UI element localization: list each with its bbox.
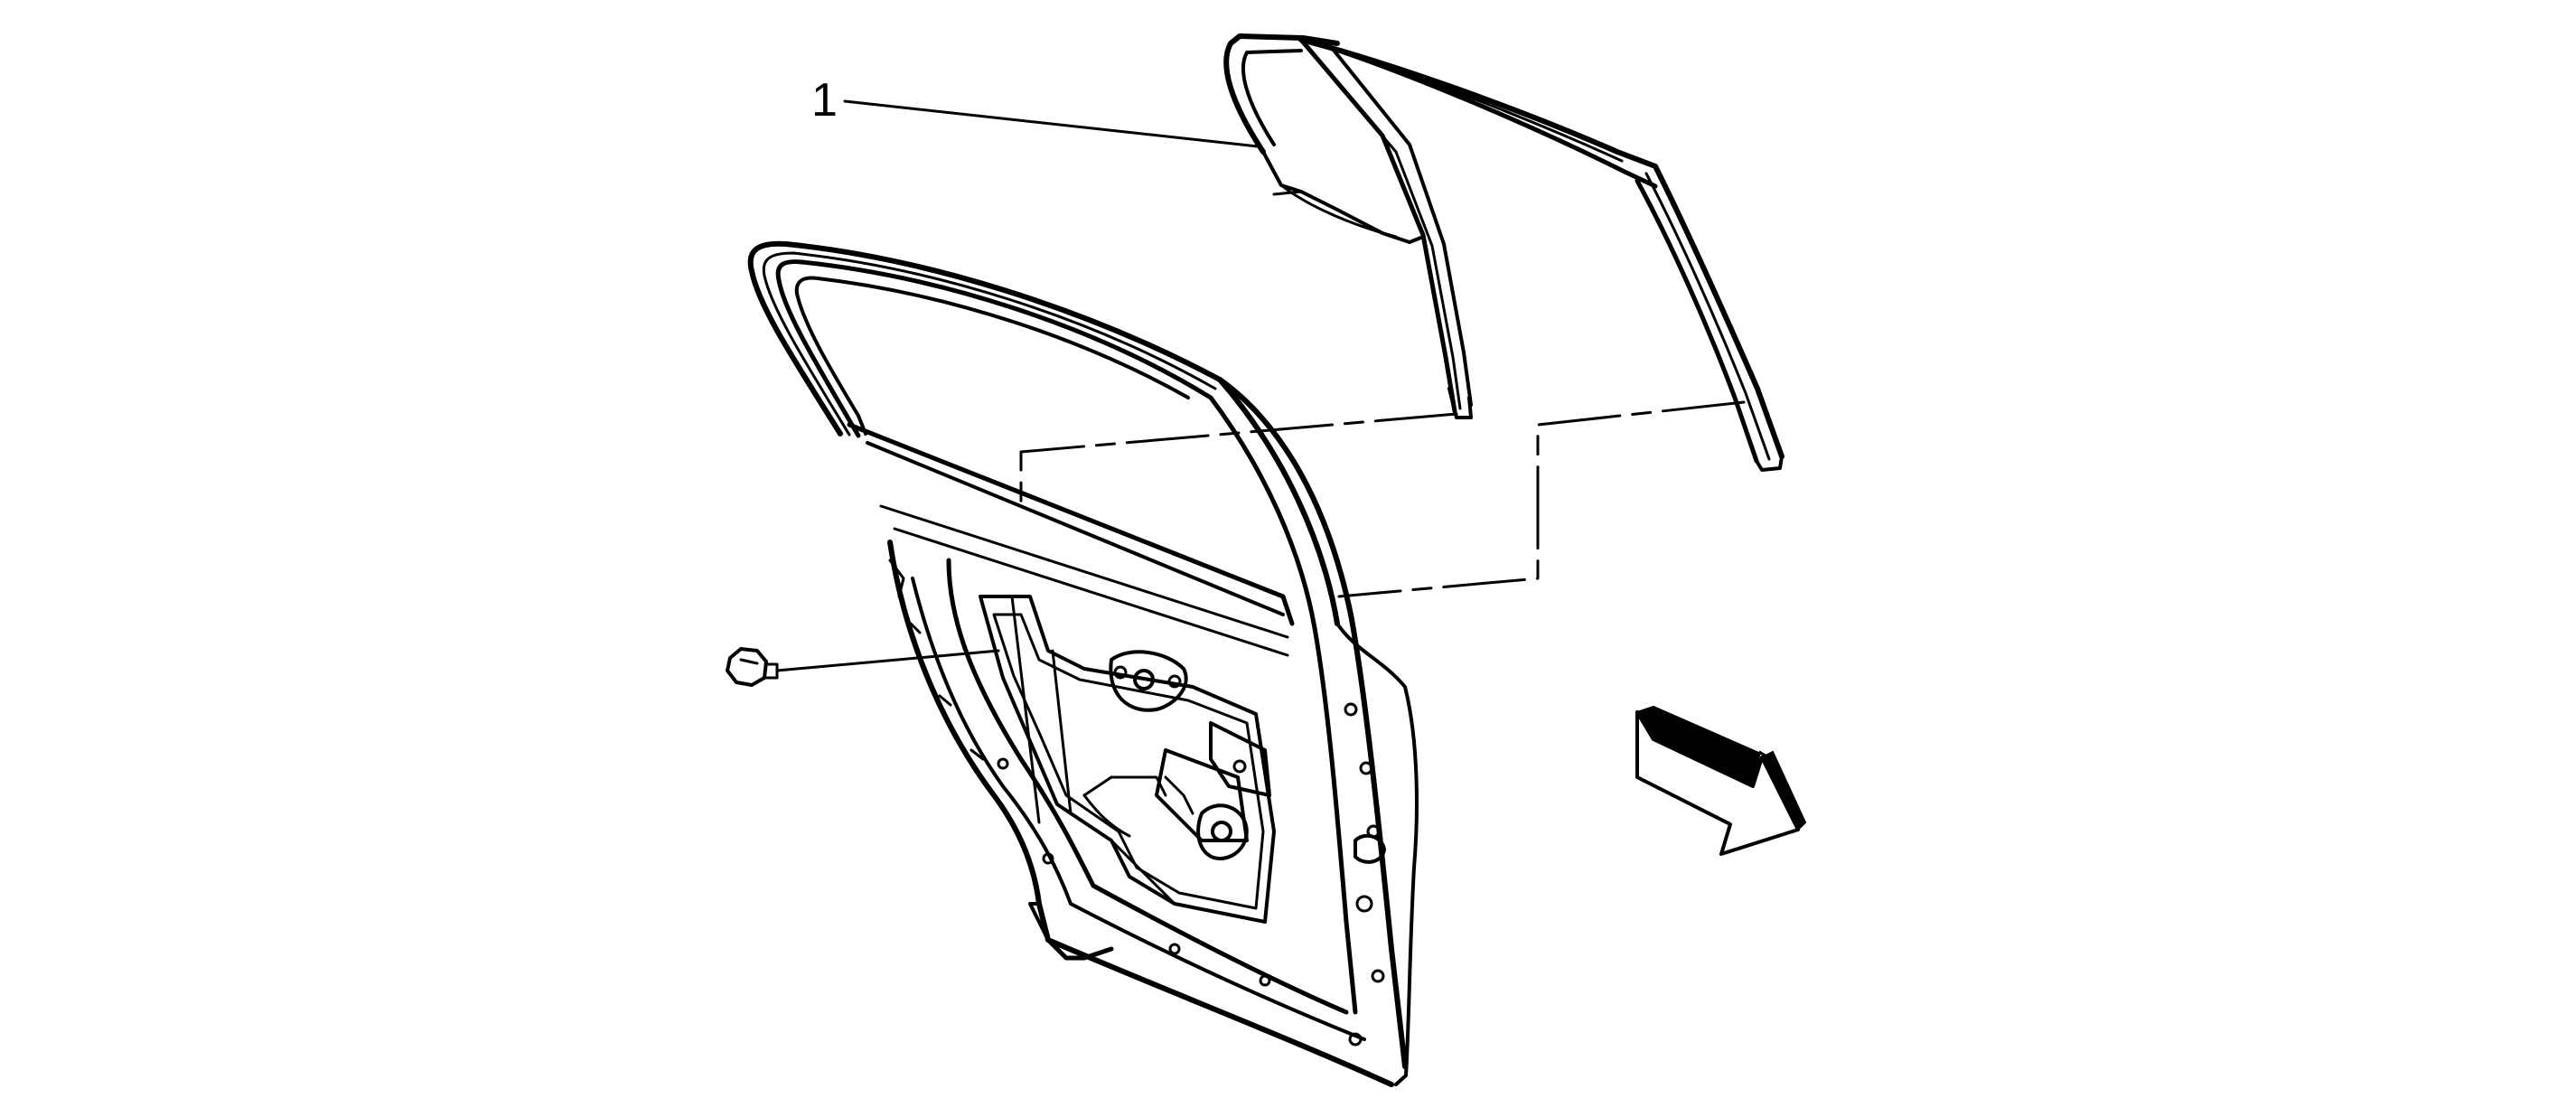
bolt-icon bbox=[726, 647, 1000, 687]
door-panel-icon bbox=[747, 240, 1419, 1087]
callout-1-label: 1 bbox=[811, 74, 838, 127]
alignment-lines bbox=[1019, 400, 1746, 598]
bolt-leader-line bbox=[775, 649, 1000, 672]
front-direction-arrow-icon bbox=[1635, 705, 1807, 856]
callout-1-leader-line bbox=[843, 99, 1260, 148]
window-channel-icon bbox=[1223, 33, 1784, 472]
callout-1: 1 bbox=[811, 74, 1260, 148]
